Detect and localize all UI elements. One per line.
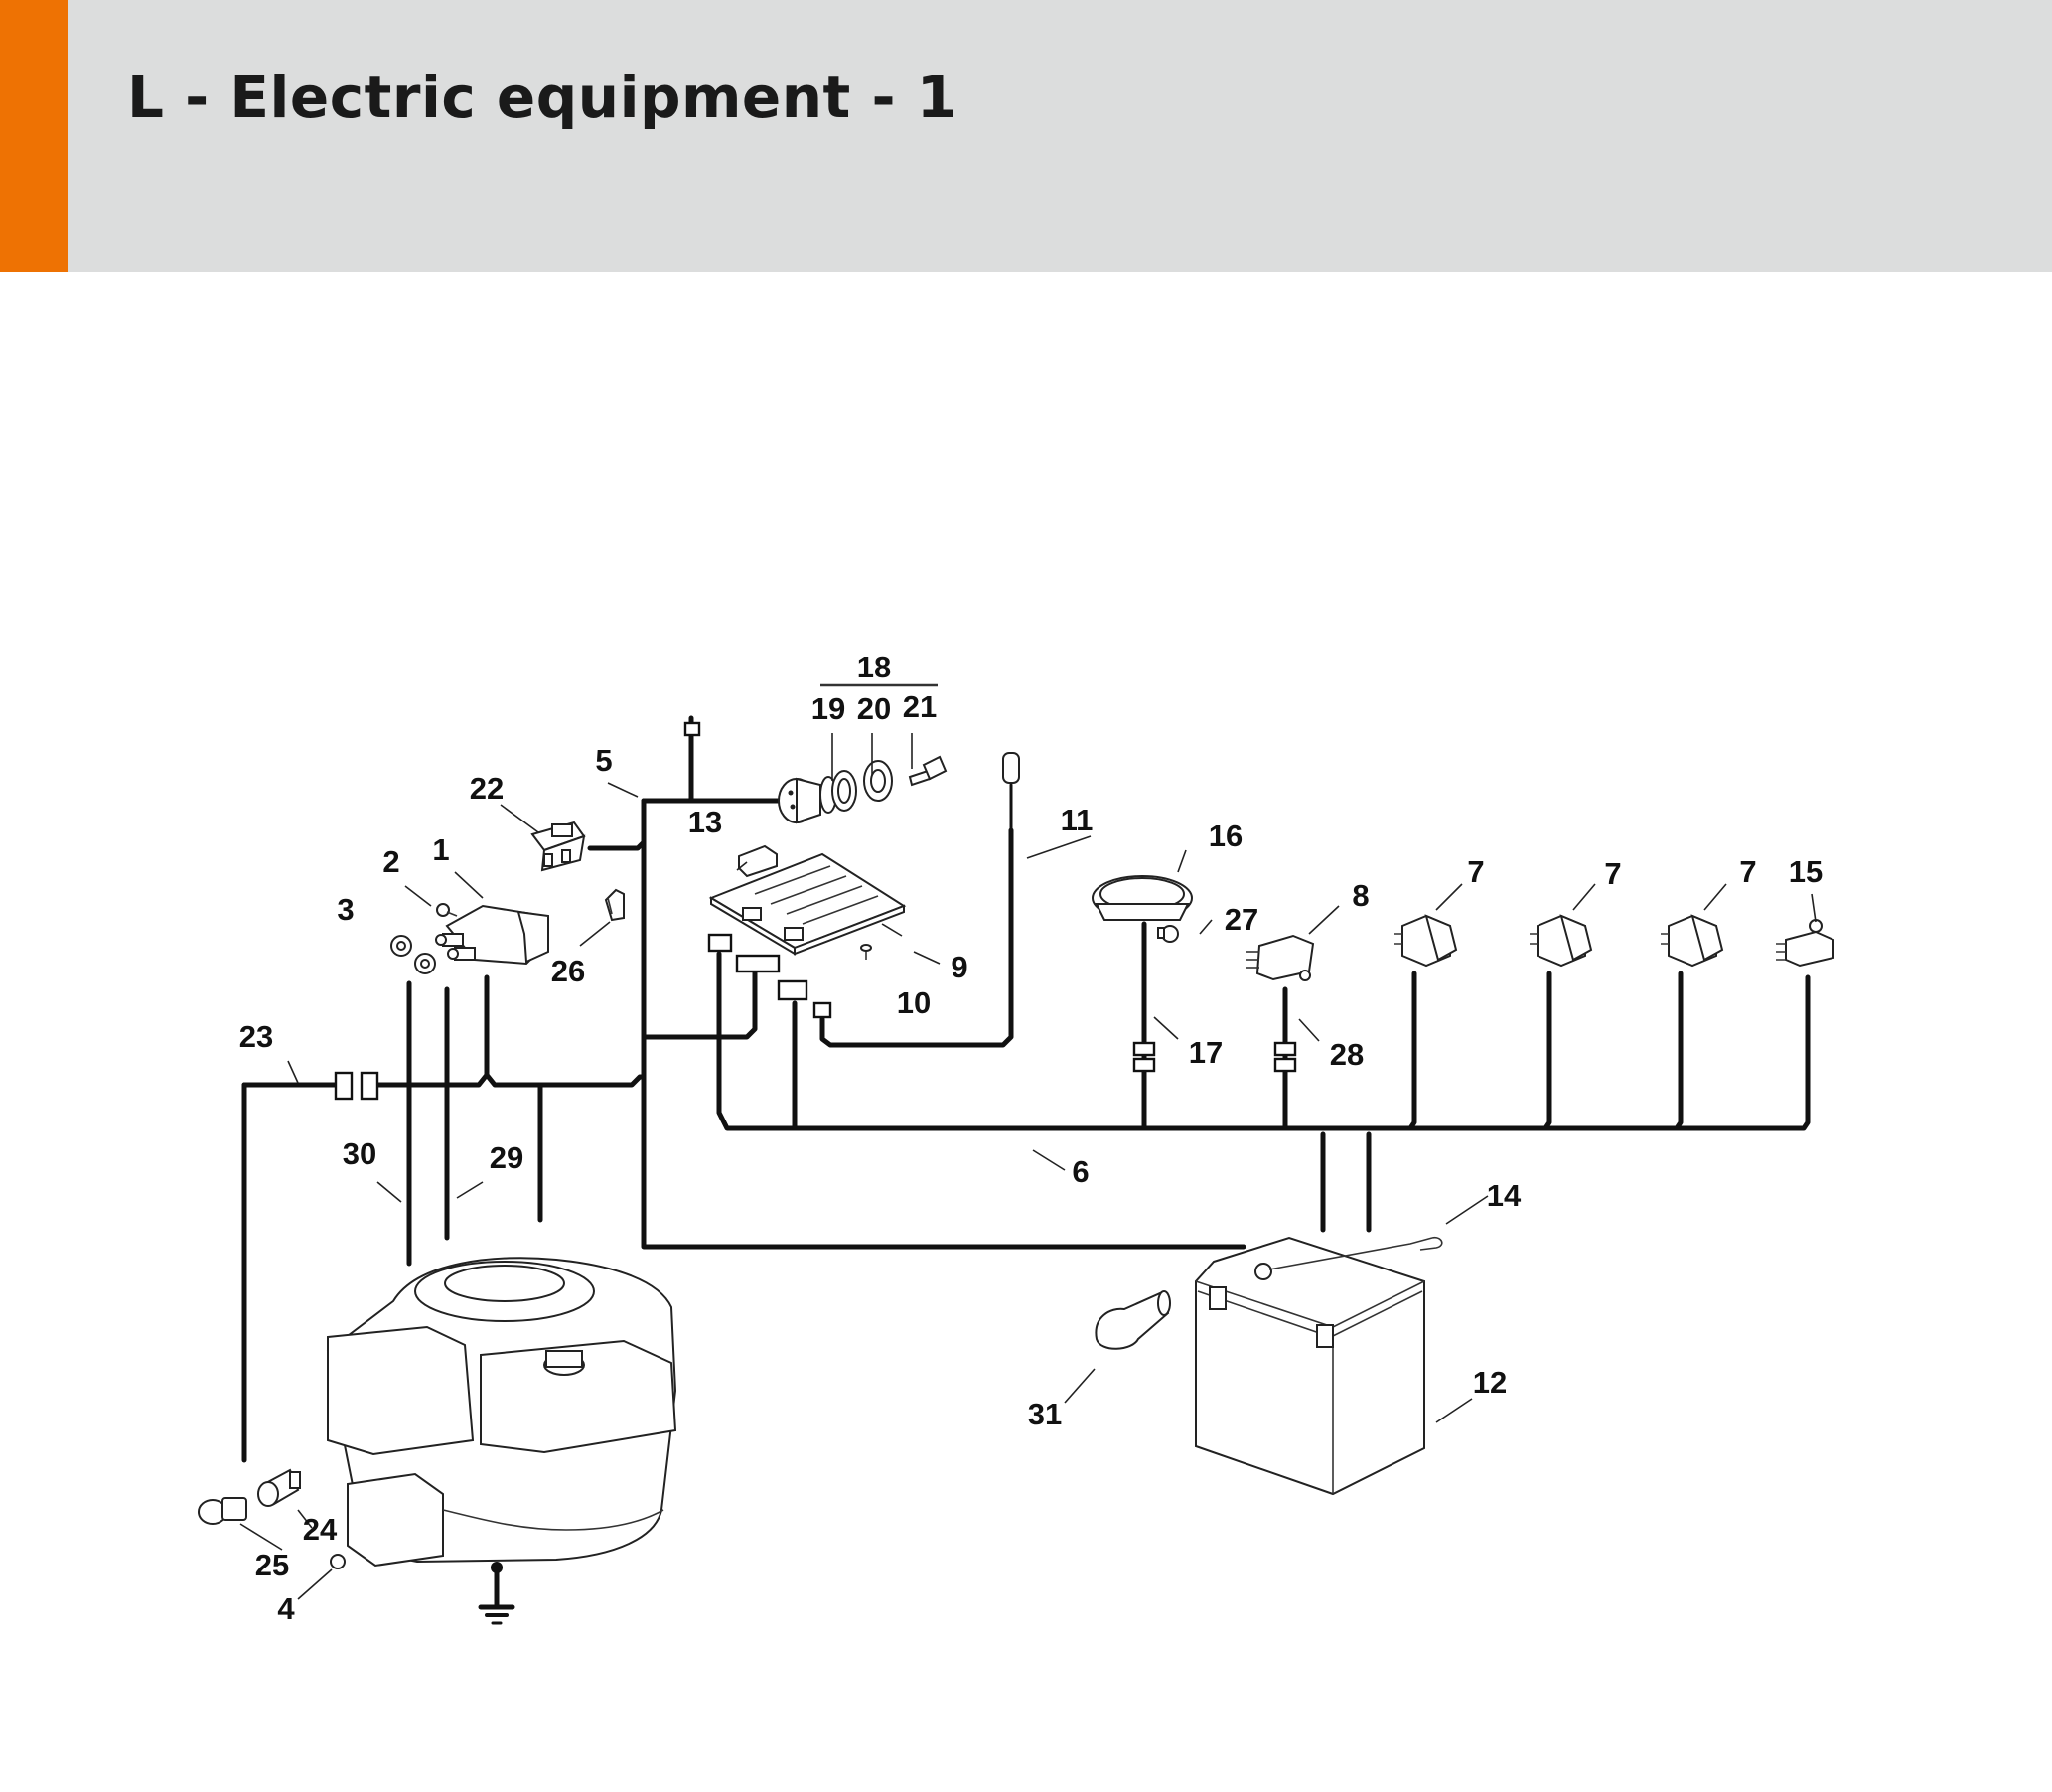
wiring-harness xyxy=(241,715,1811,1625)
label-25: 25 xyxy=(255,1548,289,1582)
label-4: 4 xyxy=(277,1591,295,1626)
label-29: 29 xyxy=(490,1140,523,1175)
label-27: 27 xyxy=(1225,902,1258,937)
label-21: 21 xyxy=(903,689,937,724)
battery-part-12 xyxy=(1195,1236,1443,1496)
nut-part-4 xyxy=(330,1554,346,1569)
label-8: 8 xyxy=(1352,878,1369,913)
label-3: 3 xyxy=(337,892,354,927)
safety-switch-7c xyxy=(1661,914,1724,968)
label-6: 6 xyxy=(1072,1154,1089,1189)
label-17: 17 xyxy=(1189,1035,1223,1070)
screw-part-2 xyxy=(436,903,458,917)
label-31: 31 xyxy=(1028,1397,1062,1431)
label-18: 18 xyxy=(857,650,891,684)
rocker-switch-22 xyxy=(530,821,586,872)
ignition-switch-assembly xyxy=(778,755,948,824)
safety-switch-7a xyxy=(1394,914,1458,968)
label-11: 11 xyxy=(1061,803,1094,837)
label-24: 24 xyxy=(303,1512,338,1547)
label-7c: 7 xyxy=(1739,854,1756,889)
safety-switch-7b xyxy=(1530,914,1593,968)
sensor-part-11 xyxy=(1002,752,1020,832)
label-22: 22 xyxy=(470,771,504,806)
header-band xyxy=(0,0,2052,272)
label-15: 15 xyxy=(1789,854,1823,889)
terminal-cap-part-31 xyxy=(1095,1290,1171,1350)
label-5: 5 xyxy=(595,743,612,778)
relay-part-13 xyxy=(738,844,778,878)
nut-part-3 xyxy=(390,935,436,974)
label-14: 14 xyxy=(1487,1178,1522,1213)
engine xyxy=(326,1257,677,1568)
label-1: 1 xyxy=(432,832,449,867)
part-labels: 1 2 3 4 5 6 7 7 7 8 9 10 11 12 13 14 15 … xyxy=(239,650,1823,1626)
label-7a: 7 xyxy=(1467,854,1484,889)
label-10: 10 xyxy=(897,985,931,1020)
accent-bar xyxy=(0,0,68,272)
clip-part-26 xyxy=(604,888,625,922)
label-30: 30 xyxy=(343,1136,376,1171)
starter-solenoid xyxy=(435,904,549,966)
clip-part-27 xyxy=(1157,925,1179,943)
label-13: 13 xyxy=(688,805,722,839)
bulb-part-25 xyxy=(198,1497,247,1525)
label-2: 2 xyxy=(382,844,399,879)
wire-connectors xyxy=(334,721,1297,1101)
leader-lines xyxy=(239,683,1817,1600)
label-9: 9 xyxy=(951,950,967,984)
label-19: 19 xyxy=(811,691,845,726)
page-title: L - Electric equipment - 1 xyxy=(127,64,957,131)
circuit-board-9 xyxy=(708,852,907,956)
bulb-socket-part-24 xyxy=(257,1468,301,1507)
label-16: 16 xyxy=(1209,819,1243,853)
label-12: 12 xyxy=(1473,1365,1507,1400)
label-28: 28 xyxy=(1330,1037,1364,1072)
microswitch-part-15 xyxy=(1776,919,1834,968)
label-20: 20 xyxy=(857,691,891,726)
label-23: 23 xyxy=(239,1019,273,1054)
horn-part-16 xyxy=(1092,875,1193,921)
relay-part-8 xyxy=(1246,934,1315,981)
label-7b: 7 xyxy=(1604,856,1621,891)
label-26: 26 xyxy=(551,954,585,988)
screw-part-10 xyxy=(860,944,872,960)
